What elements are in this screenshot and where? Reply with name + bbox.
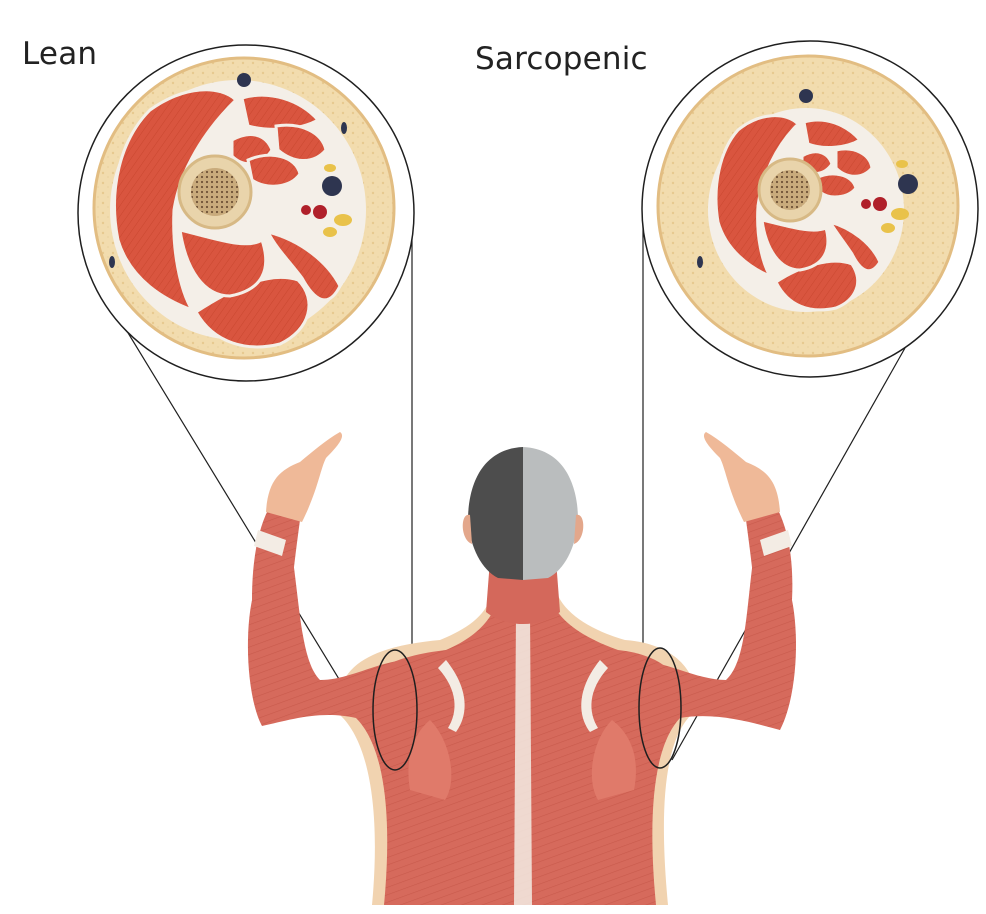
right-hand — [704, 432, 780, 522]
sarcopenic-small-vein — [799, 89, 813, 103]
human-back-figure — [248, 432, 796, 905]
sarcopenic-nerve — [896, 160, 908, 168]
sarcopenic-cross-section — [642, 41, 978, 377]
spine — [514, 612, 532, 905]
head-dark-half — [468, 447, 523, 580]
lean-small-vein — [341, 122, 347, 134]
lean-cross-section — [78, 45, 414, 381]
lean-vein — [322, 176, 342, 196]
lean-artery — [313, 205, 327, 219]
lean-small-vein — [237, 73, 251, 87]
lean-small-vein — [109, 256, 115, 268]
sarcopenic-bone-marrow — [770, 170, 810, 210]
sarcopenic-artery — [861, 199, 871, 209]
lean-nerve — [323, 227, 337, 237]
sarcopenic-label: Sarcopenic — [475, 41, 648, 77]
sarcopenic-vein — [898, 174, 918, 194]
sarcopenic-small-vein — [697, 256, 703, 268]
lean-nerve — [334, 214, 352, 226]
lean-bone-marrow — [191, 168, 239, 216]
lean-label: Lean — [22, 36, 97, 72]
sarcopenic-nerve — [891, 208, 909, 220]
lean-nerve — [324, 164, 336, 172]
head-grey-half — [523, 447, 578, 580]
lean-artery — [301, 205, 311, 215]
sarcopenic-nerve — [881, 223, 895, 233]
sarcopenic-artery — [873, 197, 887, 211]
left-hand — [266, 432, 342, 522]
